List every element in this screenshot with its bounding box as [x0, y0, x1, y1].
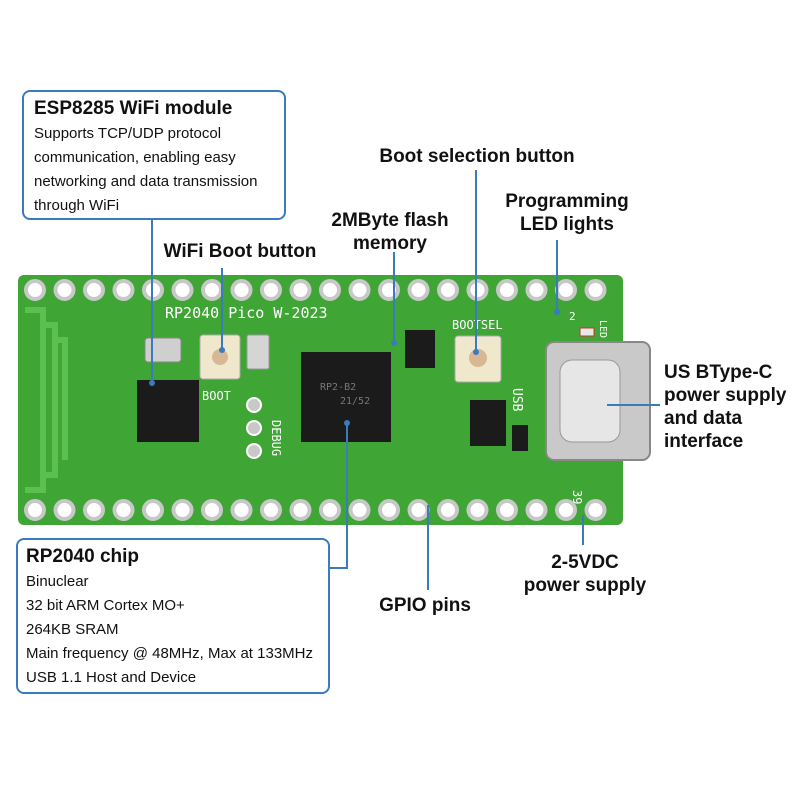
chip-marking-1: RP2-B2 [320, 382, 356, 393]
programming-led-label: Programming LED lights [492, 190, 642, 236]
gpio-pins-label: GPIO pins [379, 595, 471, 616]
bottom-pin-pad [201, 499, 223, 521]
top-pin-row [24, 279, 607, 301]
top-pin-pad [584, 279, 607, 301]
bottom-pin-pad [53, 499, 76, 521]
debug-pad-2 [246, 420, 262, 436]
rp2040-line-4: Main frequency @ 48MHz, Max at 133MHz [26, 645, 313, 662]
pin-2-silk: 2 [569, 310, 576, 323]
wifi-module-title: ESP8285 WiFi module [34, 98, 233, 119]
board-title-silk: RP2040 Pico W-2023 [165, 304, 328, 322]
wifi-module-line-3: networking and data transmission [34, 173, 258, 190]
callout-lines [151, 170, 660, 590]
rp2040-line-5: USB 1.1 Host and Device [26, 669, 197, 686]
rp2040-title: RP2040 chip [26, 546, 139, 567]
bottom-pin-pad [260, 499, 282, 521]
bootsel-silk: BOOTSEL [452, 318, 503, 332]
wifi-boot-button-label: WiFi Boot button [163, 241, 317, 262]
top-pin-pad [171, 279, 194, 301]
flash-memory-label-line-2: memory [353, 233, 427, 254]
usb-type-c-label: US BType-C power supply and data interfa… [664, 361, 800, 453]
usb-type-c-label-line-2: power supply [664, 385, 787, 406]
led-silk: LED [597, 320, 608, 338]
usb-silk: USB [509, 388, 524, 412]
top-pin-pad [289, 279, 312, 301]
top-pin-pad [407, 279, 430, 301]
bottom-pin-pad [171, 499, 194, 521]
bottom-pin-pad [555, 499, 577, 521]
usb-type-c-label-line-1: US BType-C [664, 362, 773, 383]
voltage-regulator [470, 400, 506, 446]
rp2040-line-2: 32 bit ARM Cortex MO+ [26, 597, 185, 614]
top-pin-pad [83, 279, 105, 301]
bottom-pin-pad [289, 499, 312, 521]
bottom-pin-pad [525, 499, 548, 521]
small-ic [512, 425, 528, 451]
bottom-pin-pad [437, 499, 459, 521]
bottom-pin-pad [378, 499, 400, 521]
bottom-pin-pad [319, 499, 341, 521]
bottom-pin-pad [584, 499, 607, 521]
power-supply-label-line-1: 2-5VDC [551, 552, 619, 573]
bottom-pin-pad [112, 499, 135, 521]
flash-memory-label-line-1: 2MByte flash [331, 210, 449, 231]
top-pin-pad [319, 279, 341, 301]
bottom-pin-row [24, 499, 607, 521]
top-pin-pad [260, 279, 282, 301]
crystal [144, 337, 182, 363]
bottom-pin-pad [230, 499, 253, 521]
top-pin-pad [348, 279, 371, 301]
programming-led [579, 327, 595, 337]
rp2040-line-1: Binuclear [26, 573, 89, 590]
power-supply-label: 2-5VDC power supply [510, 551, 660, 597]
antenna-trace [25, 307, 68, 493]
power-supply-label-line-2: power supply [523, 575, 647, 596]
line-rp2040 [330, 423, 348, 569]
top-pin-pad [525, 279, 548, 301]
bottom-pin-pad [142, 499, 164, 521]
boot-selection-label: Boot selection button [379, 146, 575, 167]
programming-led-label-line-2: LED lights [520, 214, 614, 235]
bottom-pin-pad [24, 499, 46, 521]
top-pin-pad [466, 279, 489, 301]
rp2040-line-3: 264KB SRAM [26, 621, 119, 638]
bottom-pin-pad [407, 499, 430, 521]
top-pin-pad [201, 279, 223, 301]
flash-memory-chip [405, 330, 435, 368]
top-pin-pad [112, 279, 135, 301]
bottom-pin-pad [496, 499, 518, 521]
usb-type-c-label-line-3: and data [664, 408, 743, 429]
top-pin-pad [24, 279, 46, 301]
top-pin-pad [496, 279, 518, 301]
top-pin-pad [378, 279, 400, 301]
capacitor [246, 334, 270, 370]
wifi-module-line-2: communication, enabling easy [34, 149, 236, 166]
top-pin-pad [555, 279, 577, 301]
usb-type-c-label-line-4: interface [664, 431, 744, 452]
pin-39-silk: 39 [570, 490, 584, 504]
debug-pad-3 [246, 443, 262, 459]
flash-memory-label: 2MByte flash memory [320, 209, 460, 255]
bottom-pin-pad [466, 499, 489, 521]
boot-silk: BOOT [202, 389, 231, 403]
callout-dots [149, 309, 560, 426]
wifi-module-line-1: Supports TCP/UDP protocol [34, 125, 222, 142]
debug-silk: DEBUG [269, 420, 283, 456]
wifi-module-line-4: through WiFi [34, 197, 120, 214]
esp8285-chip [137, 380, 199, 442]
rp2040-callout: RP2040 chip Binuclear 32 bit ARM Cortex … [16, 538, 330, 694]
wifi-module-callout: ESP8285 WiFi module Supports TCP/UDP pro… [22, 90, 286, 220]
bottom-pin-pad [348, 499, 371, 521]
top-pin-pad [53, 279, 76, 301]
bottom-pin-pad [83, 499, 105, 521]
top-pin-pad [437, 279, 459, 301]
wifi-boot-button-cap [212, 349, 228, 365]
debug-pad-1 [246, 397, 262, 413]
top-pin-pad [230, 279, 253, 301]
programming-led-label-line-1: Programming [505, 191, 629, 212]
usb-c-port [559, 359, 621, 443]
chip-marking-2: 21/52 [340, 396, 370, 407]
